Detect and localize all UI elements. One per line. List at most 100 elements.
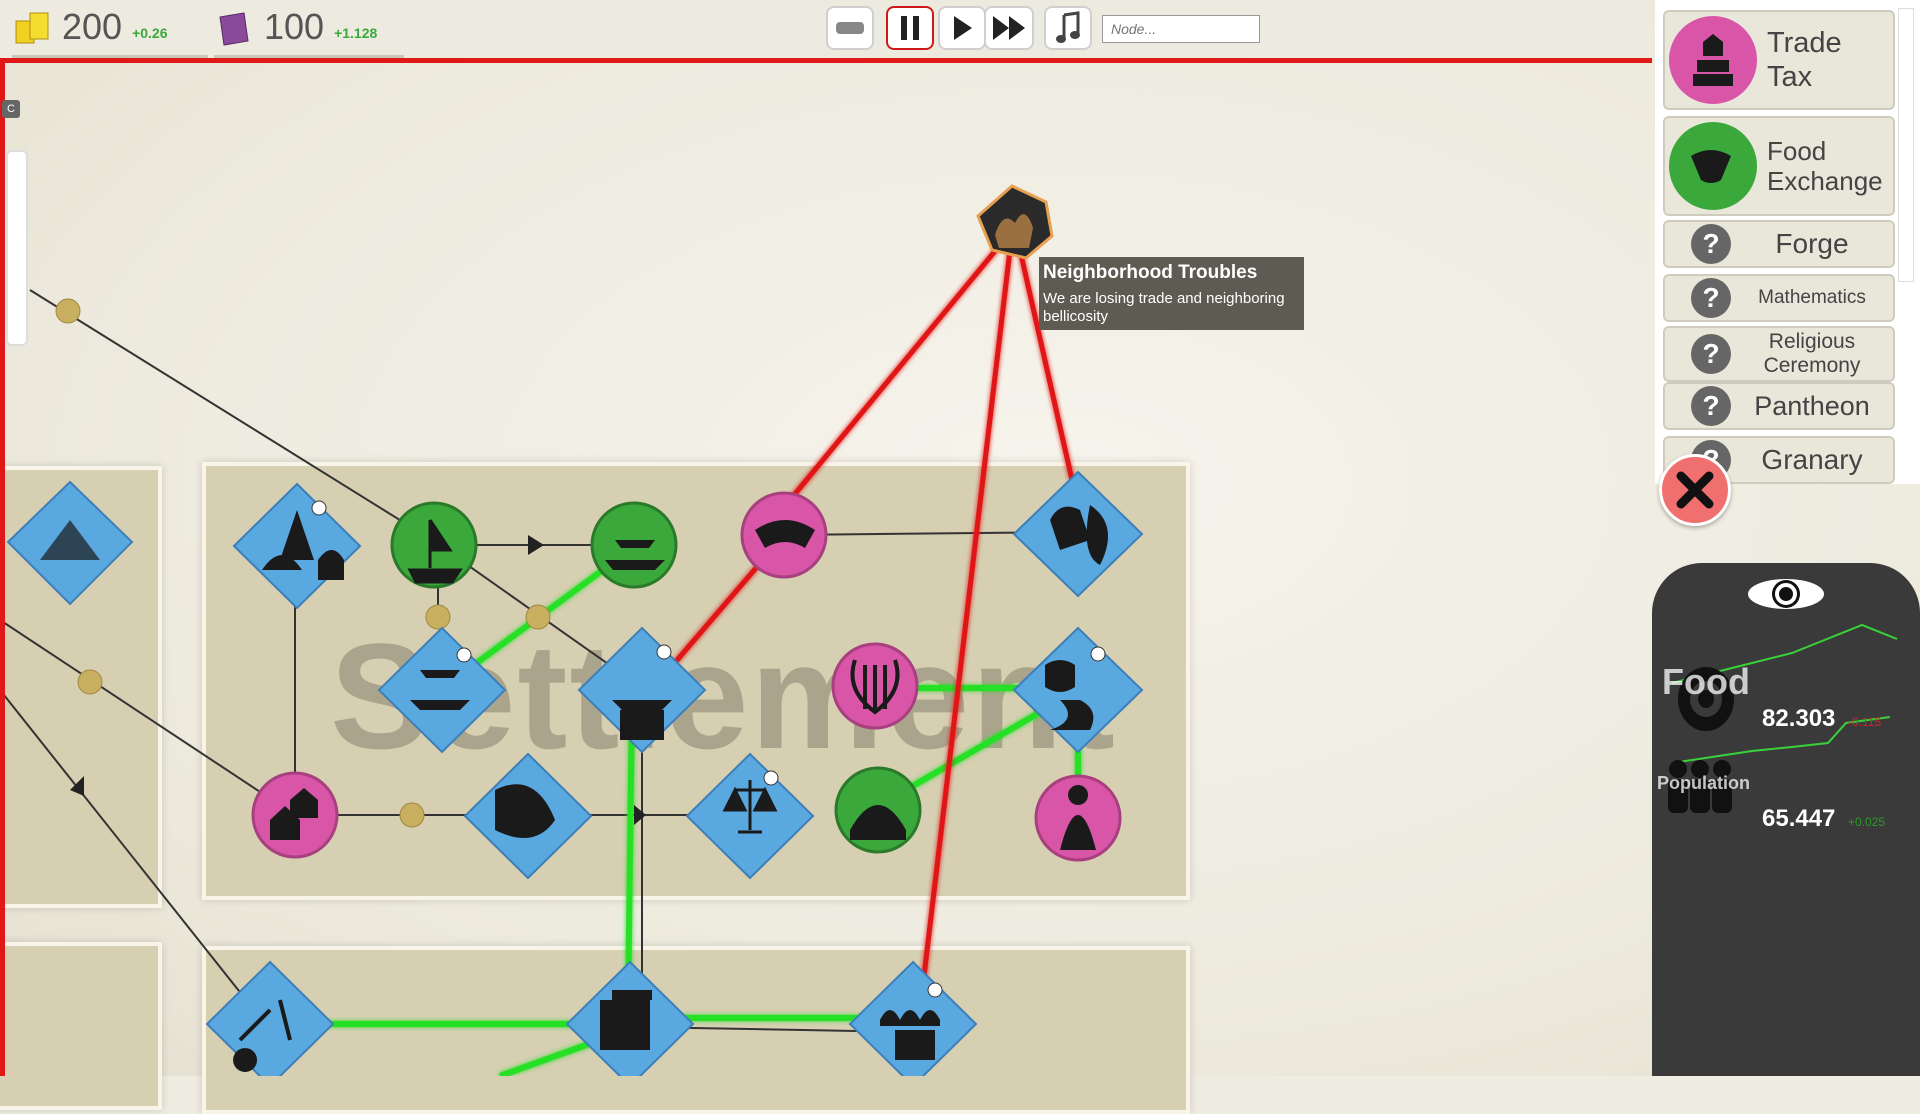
danger-link-line	[917, 249, 1013, 1011]
tech-label: Forge	[1775, 228, 1849, 259]
junction-node	[525, 604, 551, 630]
flow-arrow	[634, 805, 646, 825]
unknown-tech-icon: ?	[1691, 224, 1731, 264]
knowledge-delta: +1.128	[334, 25, 378, 41]
tools-icon	[233, 999, 292, 1072]
unknown-tech-icon: ?	[1691, 386, 1731, 426]
houses-icon	[270, 788, 318, 840]
fast-forward-icon	[993, 16, 1025, 40]
timer-badge-icon	[456, 647, 472, 663]
node-graph	[0, 184, 1144, 1076]
flow-arrow	[70, 776, 84, 796]
lyre-icon	[850, 659, 900, 715]
node-diamond-ship-trade	[577, 626, 707, 754]
eye-icon[interactable]	[1748, 579, 1824, 609]
link-line	[0, 689, 271, 1031]
knowledge-value: 100	[264, 6, 325, 47]
music-button[interactable]	[1044, 6, 1092, 50]
left-tab-button[interactable]: C	[2, 100, 20, 118]
close-icon	[1676, 471, 1714, 509]
active-link-line	[625, 699, 635, 1011]
junction-node	[425, 604, 451, 630]
flow-arrows	[55, 298, 646, 828]
caravan-icon	[880, 1010, 940, 1060]
scales-icon	[722, 780, 778, 834]
junction-node	[77, 669, 103, 695]
danger-link-line	[788, 243, 1002, 502]
goods-icon	[600, 990, 652, 1050]
handshake-icon	[755, 520, 815, 548]
population-trend-line	[1671, 716, 1891, 764]
pause-button[interactable]	[886, 6, 934, 50]
ship-cargo-icon	[612, 700, 672, 740]
tech-item-forge[interactable]: ? Forge	[1663, 220, 1895, 268]
population-value: 65.447	[1762, 805, 1836, 832]
link-line	[0, 619, 296, 816]
mosque-icon	[850, 775, 906, 840]
knowledge-resource: 100 +1.128	[214, 6, 404, 58]
theatre-masks-icon	[1045, 660, 1094, 730]
stats-panel: Food 82.303 -0.115 Population 65.447 +0.…	[1652, 563, 1920, 1076]
reeds-icon	[40, 520, 100, 560]
timer-badge-icon	[1090, 646, 1106, 662]
fleet-icon	[410, 670, 470, 710]
unknown-tech-icon: ?	[1691, 334, 1731, 374]
unknown-tech-icon: ?	[1691, 278, 1731, 318]
gold-value: 200	[62, 6, 123, 47]
ships-icon	[605, 540, 665, 570]
food-value: 82.303	[1762, 705, 1836, 732]
warriors-icon	[995, 214, 1033, 248]
food-label: Food	[1662, 661, 1750, 702]
tech-list-scrollbar[interactable]	[1898, 8, 1914, 282]
node-diamond-tools	[205, 960, 335, 1076]
tech-label: Mathematics	[1758, 287, 1866, 308]
flow-arrow	[528, 535, 544, 555]
tech-label: Food Exchange	[1767, 136, 1883, 196]
gold-resource: 200 +0.26	[12, 6, 208, 58]
tech-item-food-exchange[interactable]: Food Exchange	[1663, 116, 1895, 216]
tech-item-mathematics[interactable]: ? Mathematics	[1663, 274, 1895, 322]
tech-list-panel: Trade Tax Food Exchange ? Forge ? Mathem…	[1655, 0, 1920, 484]
play-button[interactable]	[938, 6, 986, 50]
danger-link-line	[1017, 249, 1075, 481]
population-label: Population	[1657, 773, 1750, 793]
link-line	[29, 289, 433, 541]
tech-item-religious-ceremony[interactable]: ? Religious Ceremony	[1663, 326, 1895, 382]
timer-badge-icon	[656, 644, 672, 660]
tech-item-pantheon[interactable]: ? Pantheon	[1663, 382, 1895, 430]
scroll-button[interactable]	[826, 6, 874, 50]
gold-delta: +0.26	[132, 25, 168, 41]
junction-node	[55, 298, 81, 324]
food-pot-icon	[1678, 667, 1734, 731]
lighthouse-icon	[407, 519, 463, 584]
music-note-icon	[1056, 11, 1080, 43]
tech-item-trade-tax[interactable]: Trade Tax	[1663, 10, 1895, 110]
fast-forward-button[interactable]	[984, 6, 1034, 50]
tooltip-title: Neighborhood Troubles	[1043, 262, 1258, 283]
tech-label: Religious Ceremony	[1763, 330, 1861, 377]
map-icon	[495, 784, 555, 838]
play-icon	[954, 16, 972, 40]
food-delta: -0.115	[1848, 715, 1882, 729]
food-exchange-icon	[1669, 122, 1757, 210]
node-diamond-fleet	[377, 626, 507, 754]
node-search-input[interactable]	[1102, 15, 1260, 43]
left-scrollbar[interactable]	[6, 150, 28, 346]
gold-coins-icon	[15, 12, 49, 44]
close-button[interactable]	[1659, 454, 1731, 526]
event-tooltip: Neighborhood Troubles We are losing trad…	[1039, 257, 1304, 330]
pause-icon	[901, 16, 919, 40]
stats-sparklines	[1668, 623, 1898, 813]
tooltip-description: We are losing trade and neighboring bell…	[1043, 290, 1285, 325]
tech-label: Trade Tax	[1767, 27, 1842, 93]
horsemen-icon	[1050, 505, 1108, 565]
timer-badge-icon	[927, 982, 943, 998]
timer-badge-icon	[311, 500, 327, 516]
timer-badge-icon	[763, 770, 779, 786]
population-icon	[1668, 760, 1732, 813]
statue-icon	[1060, 785, 1096, 850]
node-diamond-theatre	[1012, 626, 1144, 754]
node-icons	[40, 505, 1108, 1072]
danger-border-top	[0, 58, 1652, 63]
